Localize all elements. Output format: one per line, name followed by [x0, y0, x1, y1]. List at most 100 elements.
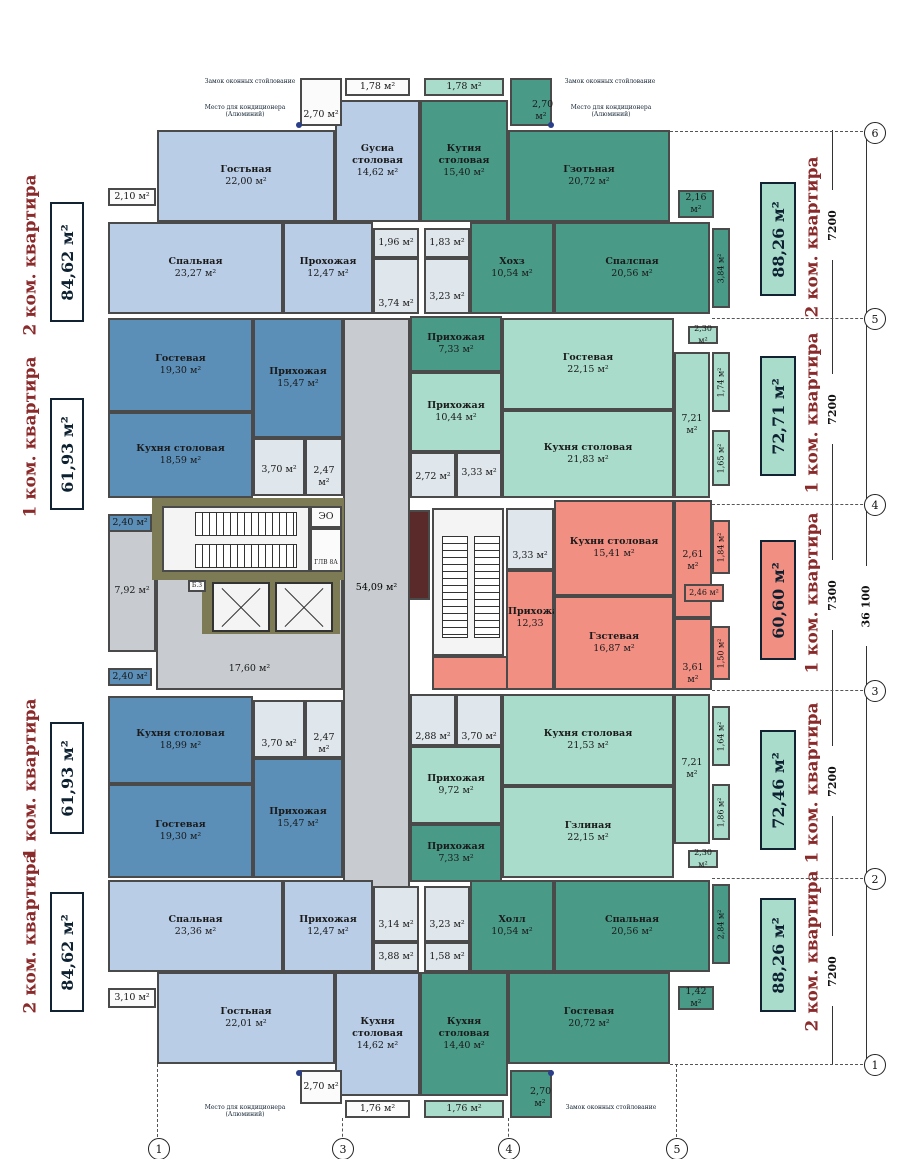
balcony-a1: 1,78 м² — [345, 78, 410, 96]
loggia-a14: 7,21 м² — [674, 352, 710, 498]
bath-a39: 1,58 м² — [424, 942, 470, 972]
bath-a31: 3,70 м² — [456, 694, 502, 746]
bath-a30: 2,88 м² — [410, 694, 456, 746]
axis-line-3 — [712, 690, 868, 692]
axis-marker-3: 3 — [864, 680, 886, 702]
elevator-2 — [275, 582, 333, 632]
ac-marker-4 — [548, 1070, 554, 1076]
ac-marker-2 — [548, 122, 554, 128]
balcony-a32: 1,64 м² — [712, 706, 730, 766]
balcony-a25: 1,50 м² — [712, 626, 730, 680]
right-label-3: 1 ком. квартира — [802, 512, 823, 674]
loggia-a4: 2,70 м² — [510, 78, 553, 126]
axis-v-4 — [508, 1118, 510, 1142]
ac-a42: 1,42 м² — [678, 986, 714, 1010]
dim-line-main — [866, 130, 867, 1065]
balcony-a45: 1,76 м² — [345, 1100, 410, 1118]
balcony-a35: 2,30 м² — [688, 848, 718, 869]
ac-a6: 2,16 м² — [678, 190, 714, 218]
axis-bottom-5: 5 — [666, 1138, 688, 1159]
right-badge-3: 60,60 м² — [760, 540, 796, 660]
loggia-a3: 2,70 м² — [300, 78, 342, 126]
bath-a7: 1,96 м² — [373, 228, 419, 258]
axis-v-1 — [157, 1064, 159, 1142]
balcony-a11: 3,84 м² — [712, 228, 730, 308]
bath-a38: 3,88 м² — [373, 942, 419, 972]
loggia-a44: 2,70 м² — [510, 1070, 552, 1118]
note-top-right: Место для кондиционера (Алюминий) — [570, 104, 652, 118]
bath-a21: 3,33 м² — [506, 508, 554, 570]
bath-a8: 1,83 м² — [424, 228, 470, 258]
elevator-1 — [212, 582, 270, 632]
axis-bottom-3: 3 — [332, 1138, 354, 1159]
bath-a18: 3,33 м² — [456, 452, 502, 498]
note-top-left: Место для кондиционера (Алюминий) — [204, 104, 286, 118]
note-bottom-left: Место для кондиционера (Алюминий) — [204, 1104, 286, 1118]
shaft-room: ГЛВ 8А — [310, 528, 342, 572]
right-badge-4: 72,46 м² — [760, 730, 796, 850]
bath-a9: 3,74 м² — [373, 258, 419, 314]
note-top-right-2: Замок оконных стойлование — [564, 78, 656, 85]
axis-marker-5: 5 — [864, 308, 886, 330]
axis-line-1 — [670, 1064, 868, 1066]
b3-room: Б.3 — [188, 580, 206, 592]
right-label-1: 2 ком. квартира — [802, 156, 823, 318]
loggia-a26: 3,61 м² — [674, 618, 712, 690]
left-label-3: 1 ком. квартира — [20, 698, 41, 860]
bath-a28: 3,70 м² — [253, 700, 305, 758]
axis-v-3 — [342, 1118, 344, 1142]
bath-a17: 2,72 м² — [410, 452, 456, 498]
right-badge-5: 88,26 м² — [760, 898, 796, 1012]
left-badge-4: 84,62 м² — [50, 892, 84, 1012]
right-label-2: 1 ком. квартира — [802, 332, 823, 494]
dim-line-sub — [832, 130, 833, 1065]
bath-a29: 2,47 м² — [305, 700, 343, 758]
note-bottom-right: Замок оконных стойлование — [565, 1104, 657, 1111]
left-badge-2: 61,93 м² — [50, 398, 84, 510]
balcony-a34: 1,86 м² — [712, 784, 730, 840]
ac-a20: 2,40 м² — [108, 514, 152, 532]
balcony-a40: 2,84 м² — [712, 884, 730, 964]
balcony-a13: 1,74 м² — [712, 352, 730, 412]
axis-marker-4: 4 — [864, 494, 886, 516]
right-badge-1: 88,26 м² — [760, 182, 796, 296]
ac-a27: 2,40 м² — [108, 668, 152, 686]
note-top-left-2: Замок оконных стойлование — [204, 78, 296, 85]
axis-line-5 — [712, 318, 868, 320]
right-badge-2: 72,71 м² — [760, 356, 796, 476]
axis-marker-2: 2 — [864, 868, 886, 890]
stair-run-right — [442, 536, 468, 638]
axis-bottom-1: 1 — [148, 1138, 170, 1159]
ac-a41: 3,10 м² — [108, 988, 156, 1008]
right-label-4: 1 ком. квартира — [802, 702, 823, 864]
balcony-a23: 1,84 м² — [712, 520, 730, 574]
axis-marker-6: 6 — [864, 122, 886, 144]
axis-line-2 — [712, 878, 868, 880]
balcony-a19: 1,65 м² — [712, 430, 730, 486]
